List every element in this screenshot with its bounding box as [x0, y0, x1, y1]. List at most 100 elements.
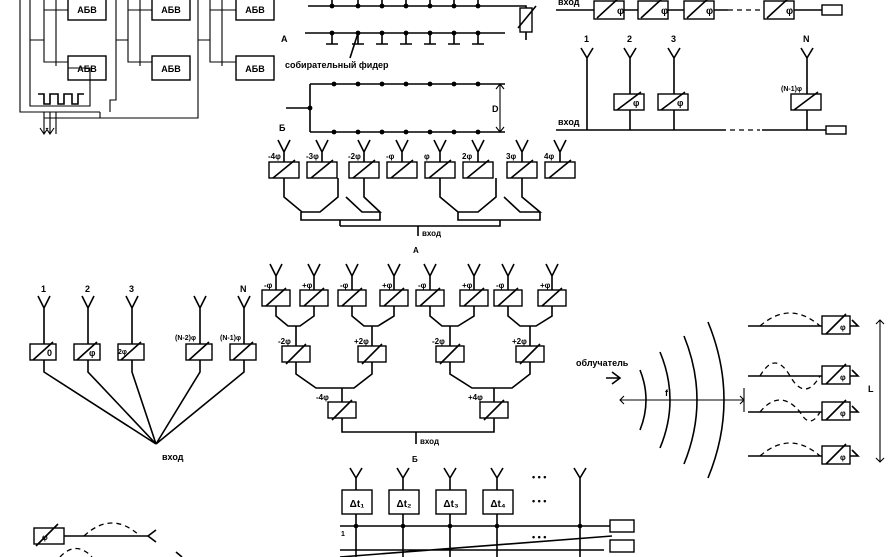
phase-slash: [463, 287, 485, 307]
phase-slash: [361, 343, 383, 365]
phase-slash: [390, 159, 414, 179]
abv-label: АБВ: [245, 64, 265, 74]
loop-d-label: D: [492, 104, 499, 114]
feeder-stubs-top: [331, 0, 479, 6]
phase-slash: [510, 159, 534, 179]
lens-elements: [825, 313, 860, 465]
matrix-dots: • • •: [532, 532, 546, 542]
abv-block: [151, 55, 191, 81]
phase-slash: [497, 287, 519, 307]
abv-label: АБВ: [77, 64, 97, 74]
antenna-icon: [515, 139, 529, 162]
label-a: А: [413, 246, 419, 255]
phase-label: 2φ: [462, 152, 472, 161]
phase-slash: [331, 399, 353, 421]
phase-label: -φ: [386, 152, 395, 161]
delay-matrix: Δt₁ Δt₂ Δt₃ Δt₄ • • • • • • • • • 1: [339, 467, 635, 557]
abv-label: АБВ: [161, 64, 181, 74]
lens-phase-label: φ: [840, 323, 846, 332]
element-number: 1: [41, 284, 46, 294]
feed-horn-system: облучатель f φ φ φ φ L: [576, 312, 885, 479]
phase-label: φ: [677, 98, 684, 108]
feed-horn-label: облучатель: [576, 358, 629, 368]
element-number: N: [240, 284, 247, 294]
focal-arrow: [619, 388, 745, 412]
matrix-dots-junctions: [353, 523, 583, 529]
phase-label: 2φ: [118, 349, 127, 356]
label-vhod: вход: [420, 437, 439, 446]
feeder-load-wire: [505, 5, 537, 40]
phase-label: φ: [633, 98, 640, 108]
antenna-icon: [357, 139, 371, 162]
corner-tick: [175, 551, 183, 557]
aperture-arrow: [875, 319, 885, 463]
antenna-icon: [307, 263, 321, 290]
phase-label: -2φ: [432, 337, 445, 346]
phase-label: φ: [89, 348, 96, 358]
corner-wave: [59, 522, 141, 557]
phase-slash: [419, 287, 441, 307]
phase-label: 4φ: [544, 152, 554, 161]
antenna-icon: [467, 263, 481, 290]
antenna-icon: [315, 139, 329, 162]
abv-network: АБВ АБВ АБВ АБВ АБВ АБВ: [19, 0, 275, 135]
phase-label: φ: [424, 152, 430, 161]
phase-label: -φ: [340, 281, 349, 290]
phase-slash: [285, 343, 307, 365]
linear-array: 1 2 3 N 0 φ 2φ (N-2)φ (N-1)φ вход: [29, 284, 257, 462]
antenna-icon: [395, 139, 409, 162]
tree-feed-bottom: -φ+φ-φ+φ-φ+φ-φ+φ-2φ+2φ-2φ+2φ-4φ+4φ: [261, 263, 567, 421]
phase-slash: [341, 287, 363, 307]
phase-label: -4φ: [268, 152, 281, 161]
tree-bottom-branches: [275, 306, 553, 433]
phase-slash: [303, 287, 325, 307]
abv-block: [235, 0, 275, 21]
delay-label: Δt₂: [397, 499, 412, 510]
phase-label: φ: [617, 6, 624, 17]
loop-lines: [286, 83, 505, 133]
phase-label: -4φ: [316, 393, 329, 402]
phase-label: +2φ: [512, 337, 527, 346]
abv-label: АБВ: [161, 5, 181, 15]
phase-label: +2φ: [354, 337, 369, 346]
feeder-dots: [329, 3, 481, 36]
phase-slash: [483, 399, 505, 421]
abv-block: [235, 55, 275, 81]
serial-feed: вход φ φ φ φ: [556, 0, 843, 20]
wavefronts: [639, 321, 725, 479]
phase-label: φ: [786, 6, 793, 17]
phase-slash: [541, 287, 563, 307]
phase-label: -φ: [418, 281, 427, 290]
collecting-feeder: А собирательный фидер: [281, 0, 537, 70]
focal-label: f: [665, 388, 669, 398]
antenna-icon: [423, 263, 437, 290]
phase-label: +φ: [540, 281, 551, 290]
antenna-icon: [345, 263, 359, 290]
phase-slash: [265, 287, 287, 307]
serial-load: [821, 4, 843, 16]
tree-top-branches: [283, 178, 543, 227]
lens-phase-label: φ: [840, 453, 846, 462]
phase-slash: [272, 159, 296, 179]
antenna-icon: [387, 263, 401, 290]
matrix-output: [609, 539, 635, 553]
label-a: А: [281, 34, 288, 44]
phase-slash: [352, 159, 376, 179]
antenna-icon: [545, 263, 559, 290]
phase-label: φ: [661, 6, 668, 17]
abv-label: АБВ: [77, 5, 97, 15]
loop-feed: D Б: [279, 81, 505, 135]
loop-d-arrow: [495, 83, 505, 133]
feeder-stubs-bottom: [326, 33, 484, 45]
abv-switch-row: [38, 93, 84, 105]
phase-label: (N-2)φ: [175, 335, 196, 342]
phase-label: φ: [42, 533, 48, 542]
phase-slash: [466, 159, 490, 179]
phase-shifter: [613, 93, 645, 111]
matrix-grid: [339, 514, 613, 557]
phase-slashes: [616, 91, 819, 111]
label-vhod: вход: [558, 0, 580, 7]
phase-shifter: [33, 527, 65, 545]
label-vhod: вход: [558, 117, 580, 127]
delay-box: [388, 489, 420, 515]
